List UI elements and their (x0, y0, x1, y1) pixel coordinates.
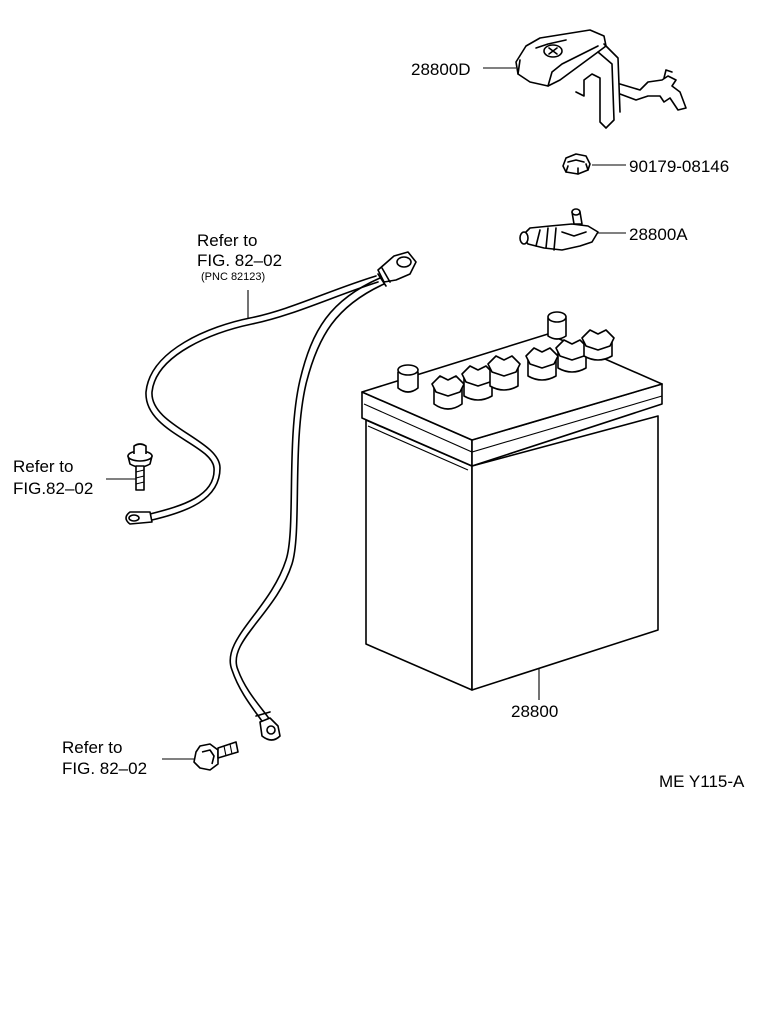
clamp-part-number: 28800A (629, 225, 688, 244)
bolt-left-drawing (127, 443, 153, 491)
cable-reference-pnc: (PNC 82123) (201, 271, 265, 283)
battery-part-number: 28800 (511, 702, 558, 721)
terminal-clamp-drawing (519, 208, 599, 251)
bolt-bottom-drawing (193, 741, 239, 771)
bolt-bottom-reference-line1: Refer to (62, 738, 122, 757)
terminal-cover-drawing (515, 29, 687, 129)
nut-part-number: 90179-08146 (629, 157, 729, 176)
cover-part-number: 28800D (411, 60, 471, 79)
cable-reference-line1: Refer to (197, 231, 257, 250)
diagram-code: ME Y115-A (659, 772, 745, 791)
bolt-left-reference-line1: Refer to (13, 457, 73, 476)
bolt-bottom-reference-line2: FIG. 82–02 (62, 759, 147, 778)
battery-drawing (361, 311, 663, 691)
bolt-left-reference-line2: FIG.82–02 (13, 479, 93, 498)
leader-lines (106, 67, 626, 760)
cable-reference-line2: FIG. 82–02 (197, 251, 282, 270)
battery-cable-drawing (125, 251, 417, 741)
nut-drawing (562, 153, 591, 175)
